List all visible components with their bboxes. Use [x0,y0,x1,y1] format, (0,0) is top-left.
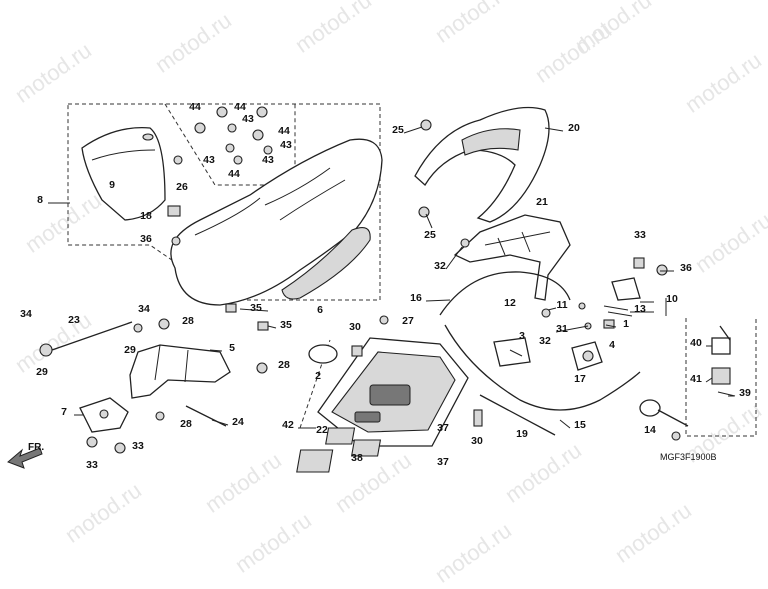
callout-c3[interactable]: 3 [519,330,525,342]
callout-c25a[interactable]: 25 [392,124,404,136]
callout-c44d[interactable]: 44 [228,168,240,180]
hinge-bracket[interactable] [79,397,129,433]
callout-c44a[interactable]: 44 [189,101,201,113]
callout-c30a[interactable]: 30 [349,321,361,333]
callout-c10[interactable]: 10 [666,293,678,305]
callout-c35a[interactable]: 35 [250,302,262,314]
callout-c1[interactable]: 1 [623,318,629,330]
grab-rail[interactable] [414,106,550,223]
callout-c37b[interactable]: 37 [437,456,449,468]
callout-c28b[interactable]: 28 [278,359,290,371]
hardware-pieces[interactable] [39,106,668,454]
callout-c44b[interactable]: 44 [234,101,246,113]
callout-c33b[interactable]: 33 [132,440,144,452]
callout-c44c[interactable]: 44 [278,125,290,137]
hinge-set[interactable] [603,277,641,317]
callout-c19[interactable]: 19 [516,428,528,440]
callout-c32a[interactable]: 32 [434,260,446,272]
callout-c33c[interactable]: 33 [86,459,98,471]
lock-set[interactable] [711,325,736,397]
callout-c35b[interactable]: 35 [280,319,292,331]
callout-c30b[interactable]: 30 [471,435,483,447]
callout-c23[interactable]: 23 [68,314,80,326]
storage-tray[interactable] [317,337,469,447]
callout-c15[interactable]: 15 [574,419,586,431]
callout-c26[interactable]: 26 [176,181,188,193]
callout-c25b[interactable]: 25 [424,229,436,241]
pad-38[interactable] [296,449,334,473]
pad-37a[interactable] [325,427,356,445]
callout-c43d[interactable]: 43 [280,139,292,151]
seat-lock-cable[interactable] [439,271,571,316]
callout-c14[interactable]: 14 [644,424,656,436]
callout-c34a[interactable]: 34 [20,308,32,320]
callout-c6[interactable]: 6 [317,304,323,316]
latch-bracket[interactable] [571,341,603,371]
hinge-pin[interactable] [51,321,133,351]
callout-c12[interactable]: 12 [504,297,516,309]
callout-c28c[interactable]: 28 [180,418,192,430]
callout-c31[interactable]: 31 [556,323,568,335]
callout-c24[interactable]: 24 [232,416,244,428]
callout-c17[interactable]: 17 [574,373,586,385]
callout-c4[interactable]: 4 [609,339,615,351]
callout-c27[interactable]: 27 [402,315,414,327]
cable-holder[interactable] [479,394,556,436]
callout-c40[interactable]: 40 [690,337,702,349]
callout-c2[interactable]: 2 [315,370,321,382]
callout-c7[interactable]: 7 [61,406,67,418]
seat-bolts-frame [164,103,296,186]
callout-c43c[interactable]: 43 [262,154,274,166]
callout-c32b[interactable]: 32 [539,335,551,347]
leader-lines [48,126,734,429]
callout-c43a[interactable]: 43 [242,113,254,125]
rear-carrier[interactable] [453,214,571,301]
pad-37b[interactable] [350,439,382,457]
callout-c9[interactable]: 9 [109,179,115,191]
callout-c20[interactable]: 20 [568,122,580,134]
callout-c37a[interactable]: 37 [437,422,449,434]
callout-c29b[interactable]: 29 [36,366,48,378]
seat-latch[interactable] [493,337,531,367]
main-seat[interactable] [170,138,383,306]
callout-c22[interactable]: 22 [316,424,328,436]
callout-c33a[interactable]: 33 [634,229,646,241]
seat-exploded-diagram: 1234567891011121314151617181920212223242… [7,101,757,473]
callout-c43b[interactable]: 43 [203,154,215,166]
callout-c28a[interactable]: 28 [182,315,194,327]
callout-c13[interactable]: 13 [634,303,646,315]
callout-c36a[interactable]: 36 [680,262,692,274]
callout-c42[interactable]: 42 [282,419,294,431]
callout-c34b[interactable]: 34 [138,303,150,315]
callout-c29a[interactable]: 29 [124,344,136,356]
callout-c21[interactable]: 21 [536,196,548,208]
callout-c41[interactable]: 41 [690,373,702,385]
front-direction-arrow [7,447,43,469]
diagram-code: MGF3F1900B [660,452,717,462]
o-ring[interactable] [308,344,338,364]
seat-bracket[interactable] [129,344,231,399]
key-cylinder[interactable] [639,399,689,441]
callout-c16[interactable]: 16 [410,292,422,304]
callout-c38[interactable]: 38 [351,452,363,464]
callout-c36b[interactable]: 36 [140,233,152,245]
callout-c11[interactable]: 11 [556,299,567,311]
callout-c8[interactable]: 8 [37,194,43,206]
pillion-seat-cover[interactable] [81,127,166,221]
callout-c39[interactable]: 39 [739,387,751,399]
front-direction-label: FR. [28,442,45,453]
lock-set-frame [685,318,757,437]
callout-c18[interactable]: 18 [140,210,152,222]
callout-c5[interactable]: 5 [229,342,235,354]
release-cable[interactable] [444,324,641,411]
